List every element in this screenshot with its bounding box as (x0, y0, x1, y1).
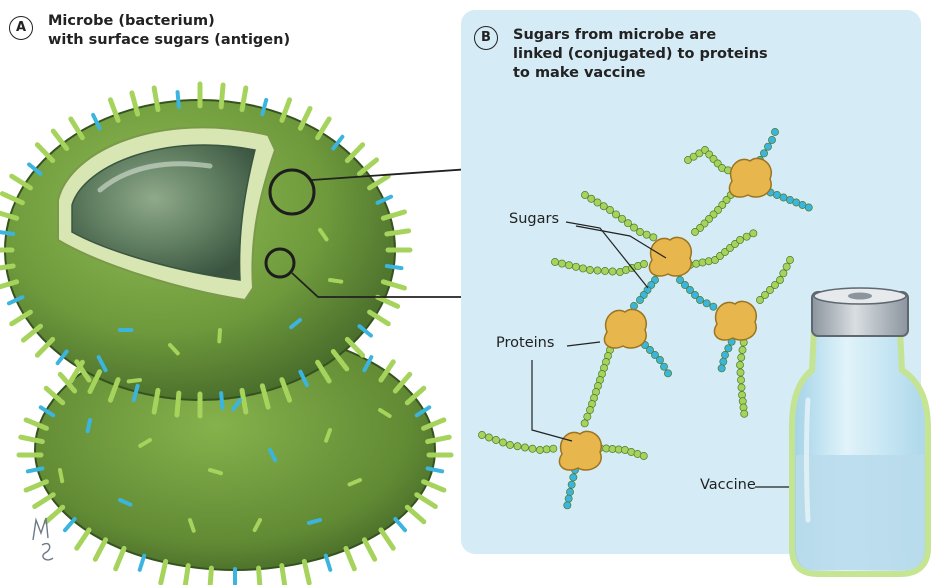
sugar-strand (686, 230, 757, 269)
panel-b-caption-line2: linked (conjugated) to proteins (513, 45, 768, 63)
sugar-strand (641, 341, 671, 377)
protein (649, 237, 691, 276)
sugar-strand (676, 276, 717, 310)
proteins-label: Proteins (496, 335, 554, 351)
sugar-strand (756, 256, 793, 303)
sugar-protein-conjugates (478, 128, 812, 509)
sugar-strand (684, 146, 737, 176)
sugar-strand (581, 346, 614, 427)
sugar-strand (478, 431, 557, 453)
sugar-strand (564, 466, 579, 509)
sugar-strand (630, 276, 658, 309)
sugar-strand (596, 444, 647, 459)
panel-a-caption-line2: with surface sugars (antigen) (48, 31, 290, 49)
sugar-strand (736, 331, 748, 417)
protein (559, 431, 601, 470)
panel-a-badge: A (9, 16, 33, 40)
panel-b-caption-line1: Sugars from microbe are (513, 26, 716, 44)
protein (729, 158, 771, 197)
protein (604, 309, 646, 348)
sugar-strand (551, 258, 647, 275)
vial-liquid (796, 455, 924, 570)
panel-b-caption-line3: to make vaccine (513, 64, 646, 82)
vaccine-label: Vaccine (700, 477, 756, 493)
vaccine-vial (792, 288, 928, 574)
sugars-label: Sugars (509, 211, 559, 227)
panel-b-badge: B (474, 26, 498, 50)
protein (714, 301, 756, 340)
panel-a-caption-line1: Microbe (bacterium) (48, 12, 215, 30)
